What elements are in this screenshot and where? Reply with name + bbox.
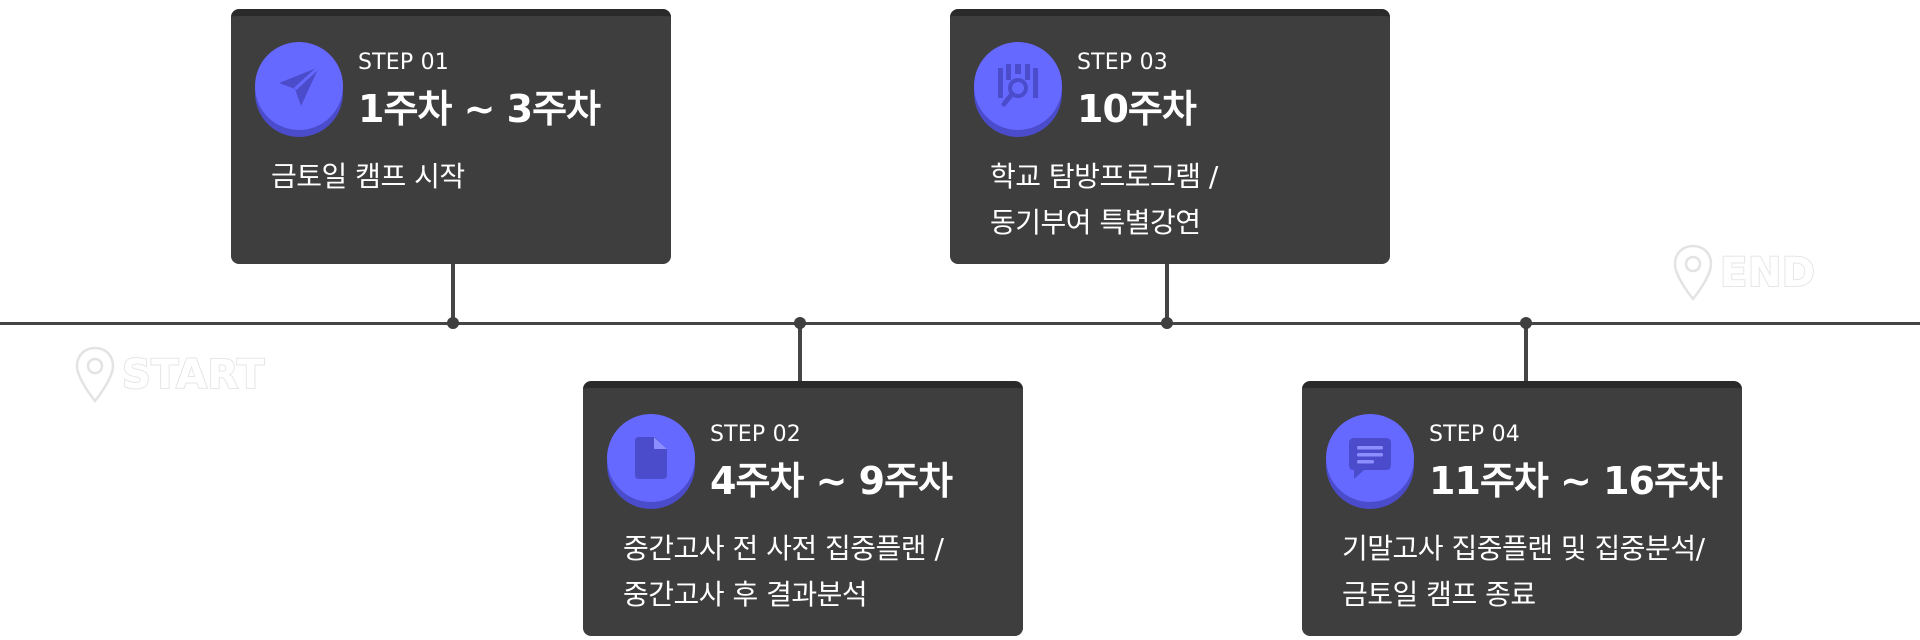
step-label: STEP 03: [1077, 50, 1168, 75]
step-03-icon-badge: [974, 42, 1062, 130]
step-description: 금토일 캠프 시작: [271, 154, 661, 200]
description-line: 동기부여 특별강연: [990, 206, 1201, 239]
connector-step-04: [1524, 323, 1528, 385]
step-label: STEP 01: [358, 50, 449, 75]
connector-step-02: [798, 323, 802, 385]
week-range: 1주차 ~ 3주차: [358, 87, 601, 131]
end-marker: END: [1672, 244, 1816, 302]
step-card-03: STEP 03 10주차 학교 탐방프로그램 / 동기부여 특별강연: [950, 9, 1390, 264]
connector-step-03: [1165, 263, 1169, 323]
step-01-icon-badge: [255, 42, 343, 130]
week-range: 4주차 ~ 9주차: [710, 459, 953, 503]
step-card-01: STEP 01 1주차 ~ 3주차 금토일 캠프 시작: [231, 9, 671, 264]
connector-step-01: [451, 263, 455, 323]
description-line: 금토일 캠프 시작: [271, 160, 465, 193]
step-label: STEP 04: [1429, 422, 1520, 447]
timeline-node-step-02: [794, 317, 806, 329]
description-line: 중간고사 후 결과분석: [623, 578, 868, 611]
step-card-04: STEP 04 11주차 ~ 16주차 기말고사 집중플랜 및 집중분석/ 금토…: [1302, 381, 1742, 636]
research-icon: [998, 64, 1038, 107]
document-icon: [635, 437, 667, 479]
start-marker: START: [74, 346, 265, 404]
paper-plane-icon: [279, 65, 321, 106]
start-label: START: [121, 351, 265, 399]
week-range: 11주차 ~ 16주차: [1429, 459, 1723, 503]
step-label: STEP 02: [710, 422, 801, 447]
location-pin-icon: [75, 346, 115, 403]
end-label: END: [1719, 249, 1816, 297]
description-line: 금토일 캠프 종료: [1342, 578, 1536, 611]
description-line: 학교 탐방프로그램 /: [990, 160, 1218, 193]
step-card-02: STEP 02 4주차 ~ 9주차 중간고사 전 사전 집중플랜 / 중간고사 …: [583, 381, 1023, 636]
timeline-node-step-03: [1161, 317, 1173, 329]
step-description: 학교 탐방프로그램 / 동기부여 특별강연: [990, 154, 1380, 246]
week-range: 10주차: [1077, 87, 1197, 131]
step-02-icon-badge: [607, 414, 695, 502]
location-pin-icon: [1673, 244, 1713, 301]
step-description: 기말고사 집중플랜 및 집중분석/ 금토일 캠프 종료: [1342, 526, 1732, 618]
timeline-node-step-01: [447, 317, 459, 329]
chat-icon: [1349, 438, 1391, 479]
description-line: 기말고사 집중플랜 및 집중분석/: [1342, 532, 1705, 565]
timeline-line: [0, 322, 1920, 325]
description-line: 중간고사 전 사전 집중플랜 /: [623, 532, 944, 565]
step-04-icon-badge: [1326, 414, 1414, 502]
timeline-node-step-04: [1520, 317, 1532, 329]
step-description: 중간고사 전 사전 집중플랜 / 중간고사 후 결과분석: [623, 526, 1013, 618]
